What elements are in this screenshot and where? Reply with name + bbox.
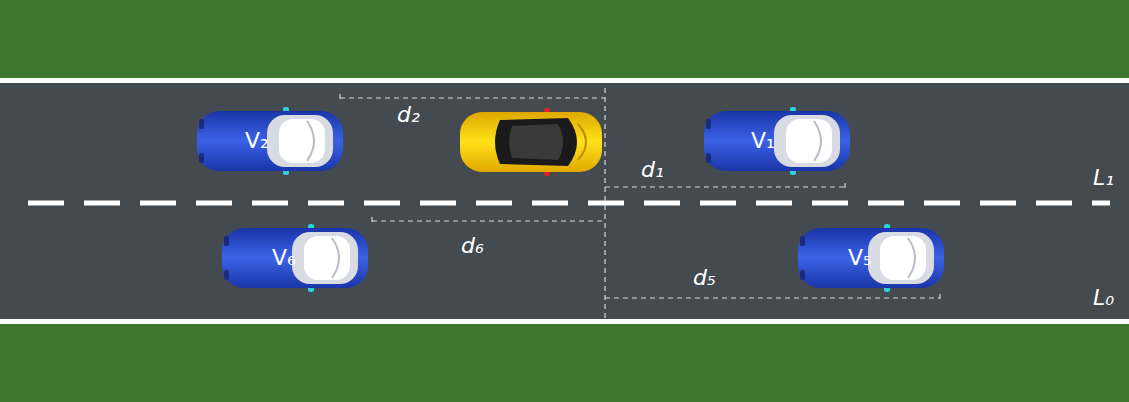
vehicle-node: V₅ (844, 244, 876, 272)
vehicle-label: V₅ (848, 246, 872, 270)
grass (0, 324, 1129, 402)
vehicle-node: V₆ (268, 244, 300, 272)
blue-car (798, 224, 944, 292)
vehicle-node: V₁ (747, 127, 779, 155)
lane-divider (28, 201, 1110, 206)
blue-car (704, 107, 850, 175)
yellow-car (460, 108, 602, 176)
vehicle-label: V₁ (751, 129, 775, 153)
distance-label: d₁ (641, 158, 664, 182)
road-edge (0, 78, 1129, 83)
blue-car (197, 107, 343, 175)
distance-label: d₅ (693, 266, 716, 290)
distance-label: d₆ (461, 234, 484, 258)
grass (0, 0, 1129, 78)
blue-car (222, 224, 368, 292)
vehicle-node: V₂ (241, 127, 273, 155)
vehicle-label: V₆ (272, 246, 296, 270)
lane-label: L₀ (1093, 286, 1114, 310)
road-edge (0, 319, 1129, 324)
distance-label: d₂ (397, 103, 420, 127)
lane-label: L₁ (1093, 166, 1114, 190)
vehicle-label: V₂ (245, 129, 269, 153)
